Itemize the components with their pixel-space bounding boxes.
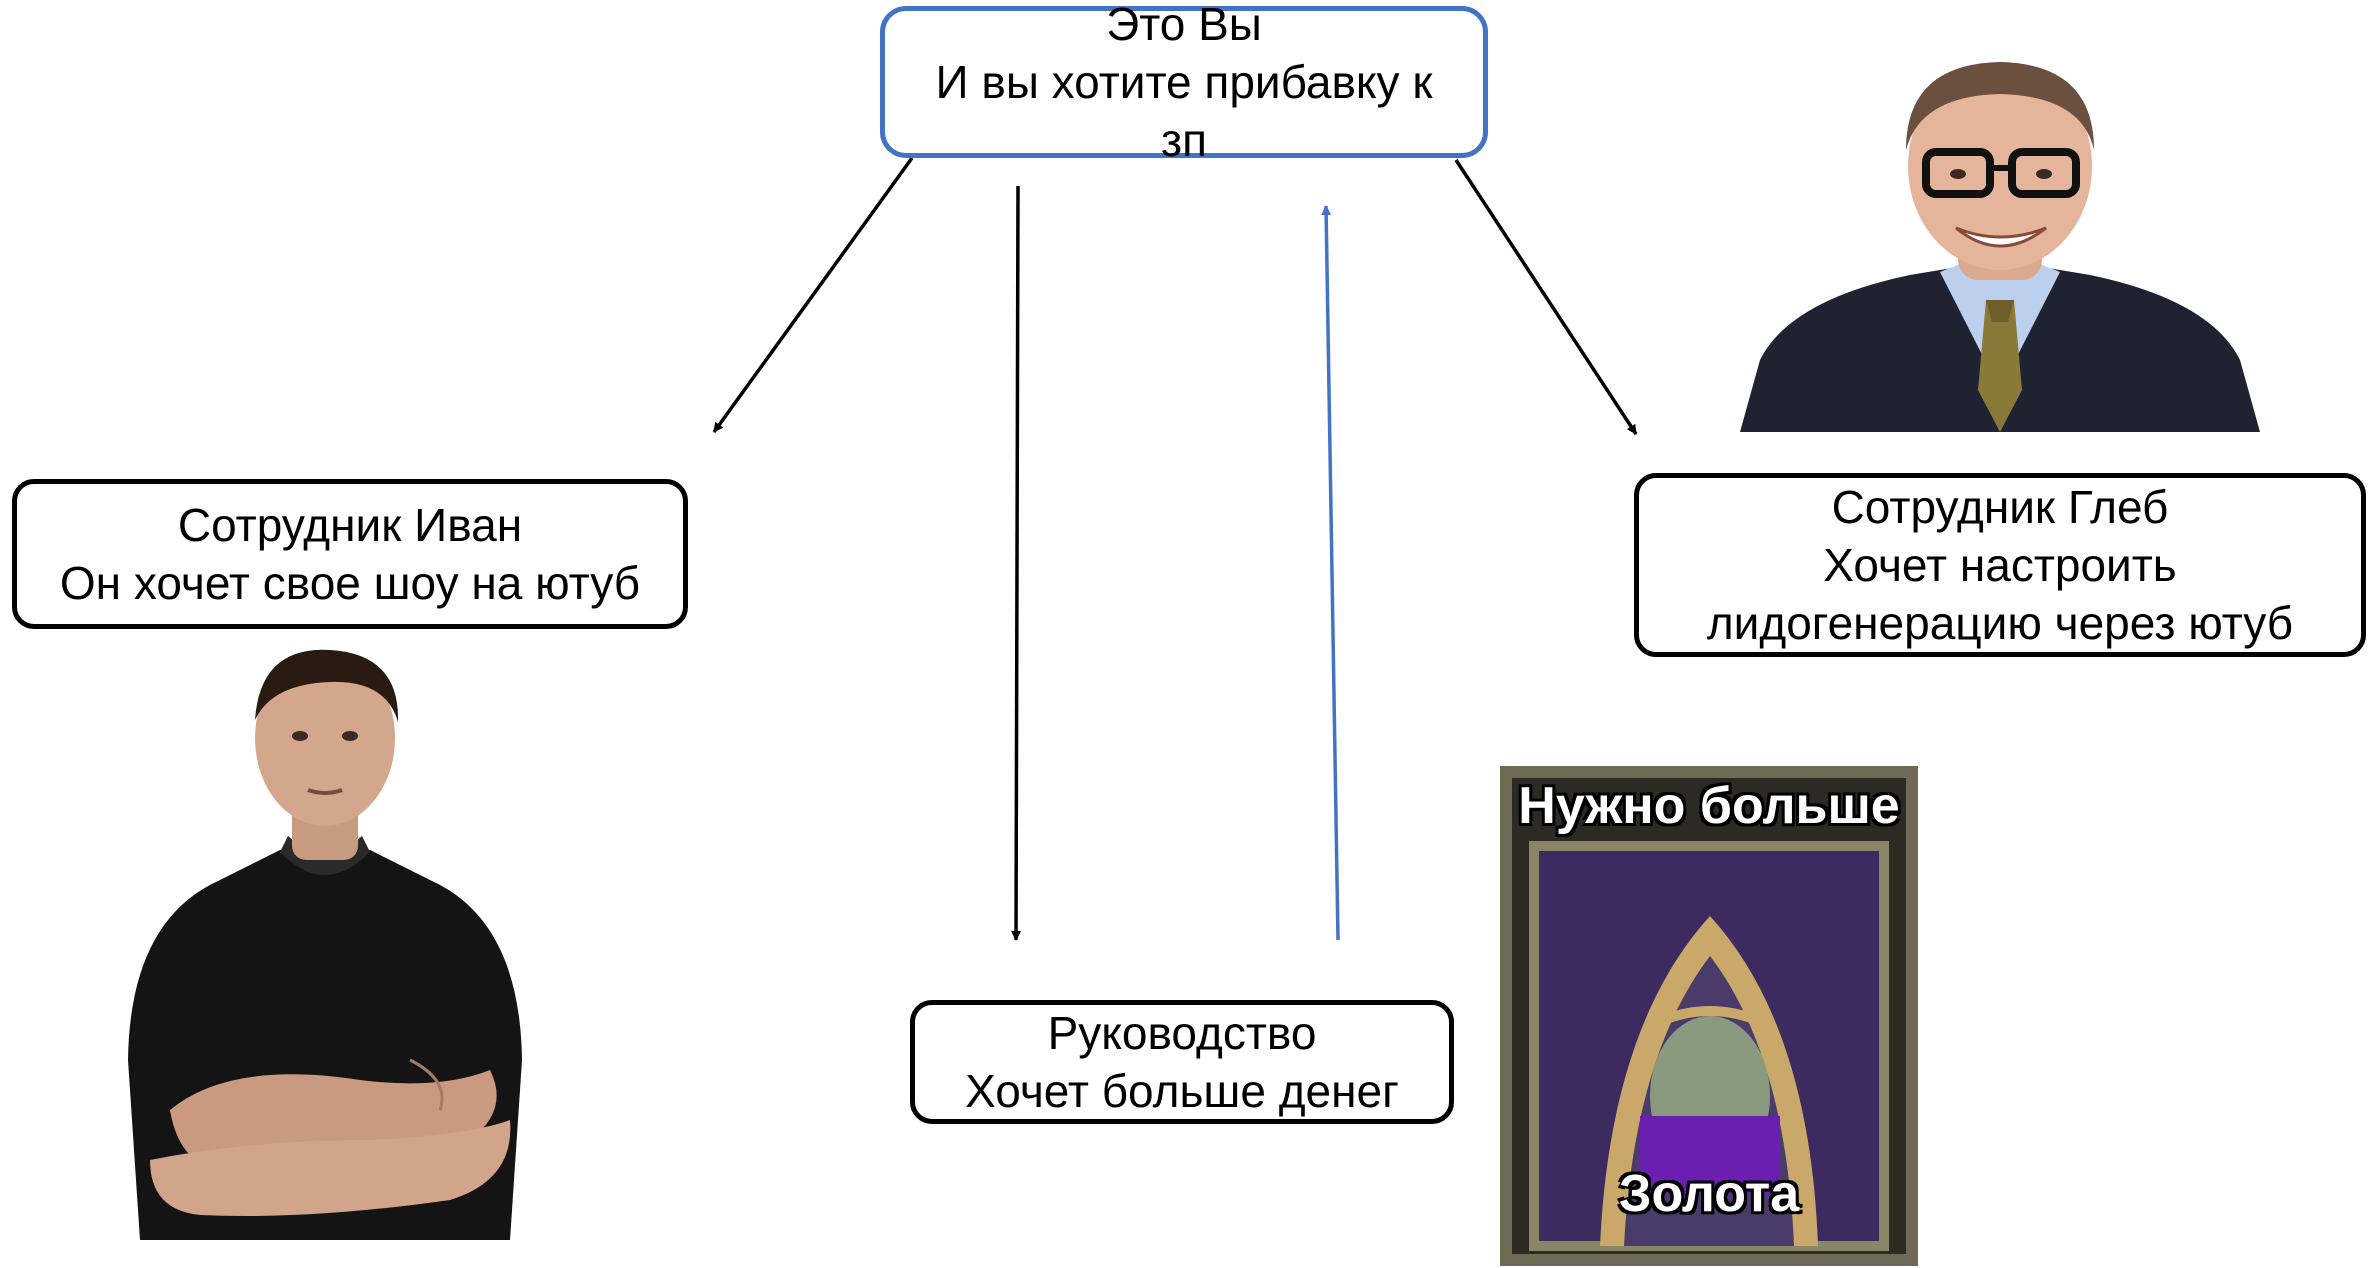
employee-gleb-photo: [1740, 62, 2260, 432]
node-gleb-line-2: Хочет настроить: [1823, 539, 2177, 591]
meme-top-caption: Нужно больше: [1518, 777, 1900, 835]
employee-ivan-photo: [128, 649, 522, 1240]
arrow-management-to-you: [1321, 205, 1340, 941]
node-employee-gleb: Сотрудник Глеб Хочет настроить лидогенер…: [1634, 473, 2366, 657]
node-management: Руководство Хочет больше денег: [910, 1000, 1454, 1124]
node-you-line-1: Это Вы: [1106, 0, 1262, 50]
arrow-you-to-gleb: [1454, 159, 1638, 435]
meme-image: Нужно больше Золота: [1500, 766, 1918, 1266]
node-you-line-2: И вы хотите прибавку к: [935, 56, 1433, 108]
node-management-line-2: Хочет больше денег: [965, 1065, 1399, 1117]
arrow-you-to-management: [1011, 185, 1022, 941]
node-you-line-3: зп: [1161, 114, 1207, 166]
node-employee-ivan: Сотрудник Иван Он хочет свое шоу на ютуб: [12, 479, 688, 629]
node-gleb-line-3: лидогенерацию через ютуб: [1706, 597, 2294, 649]
node-management-line-1: Руководство: [1047, 1007, 1317, 1059]
meme-frame: [1500, 766, 1918, 1266]
arrow-you-to-ivan: [712, 156, 914, 434]
node-you: Это Вы И вы хотите прибавку к зп: [880, 0, 1488, 166]
meme-bottom-caption: Золота: [1618, 1165, 1800, 1223]
node-ivan-line-1: Сотрудник Иван: [177, 499, 523, 551]
node-ivan-line-2: Он хочет свое шоу на ютуб: [59, 557, 641, 609]
node-gleb-line-1: Сотрудник Глеб: [1831, 481, 2169, 533]
